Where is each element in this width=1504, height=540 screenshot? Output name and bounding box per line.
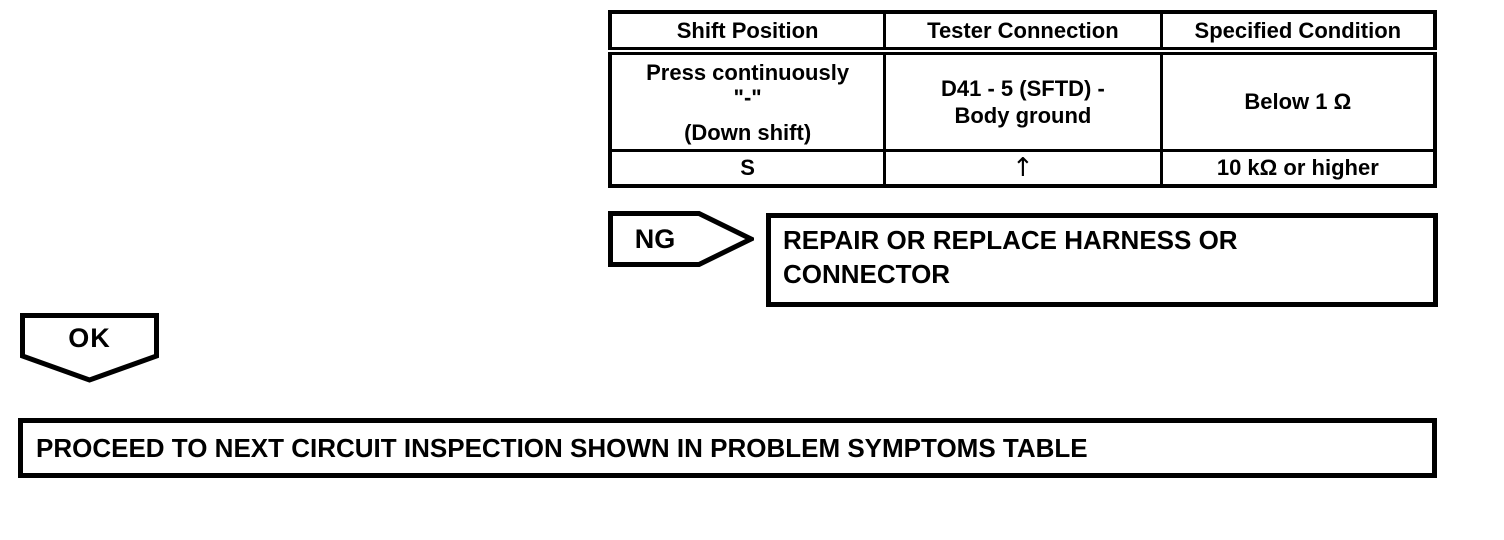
ok-action-box: PROCEED TO NEXT CIRCUIT INSPECTION SHOWN…: [18, 418, 1437, 478]
col-header-specified-condition: Specified Condition: [1159, 12, 1437, 55]
ng-flag-label: NG: [634, 223, 676, 254]
ok-flag: OK: [20, 313, 159, 383]
cell-line: "-": [733, 84, 762, 110]
cell-shift-position: S: [608, 150, 887, 186]
cell-line: Body ground: [954, 103, 1092, 128]
ng-action-box: REPAIR OR REPLACE HARNESS OR CONNECTOR: [766, 213, 1438, 307]
col-header-tester-connection: Tester Connection: [883, 12, 1163, 55]
ok-flag-label: OK: [68, 322, 111, 353]
cell-line: Press continuously: [646, 59, 850, 85]
cell-tester-connection: D41 - 5 (SFTD) - Body ground: [883, 51, 1163, 152]
col-header-shift-position: Shift Position: [608, 12, 887, 55]
ok-action-text: PROCEED TO NEXT CIRCUIT INSPECTION SHOWN…: [36, 432, 1088, 463]
cell-line: (Down shift): [684, 119, 812, 145]
ng-flag: NG: [608, 211, 754, 267]
table-row: Press continuously "-" (Down shift) D41 …: [608, 51, 1437, 152]
ng-flag-shape: [608, 211, 754, 267]
cell-specified-condition: Below 1 Ω: [1159, 51, 1437, 152]
cell-specified-condition: 10 kΩ or higher: [1159, 150, 1437, 186]
ng-action-text: REPAIR OR REPLACE HARNESS OR CONNECTOR: [783, 225, 1238, 289]
inspection-table: Shift Position Tester Connection Specifi…: [608, 10, 1437, 188]
table-header-row: Shift Position Tester Connection Specifi…: [608, 12, 1437, 55]
ok-flag-shape: [20, 313, 159, 383]
cell-tester-connection-ditto: ↑: [883, 150, 1163, 186]
table-row: S ↑ 10 kΩ or higher: [608, 150, 1437, 186]
cell-line: D41 - 5 (SFTD) -: [941, 76, 1105, 101]
cell-shift-position: Press continuously "-" (Down shift): [608, 51, 887, 152]
